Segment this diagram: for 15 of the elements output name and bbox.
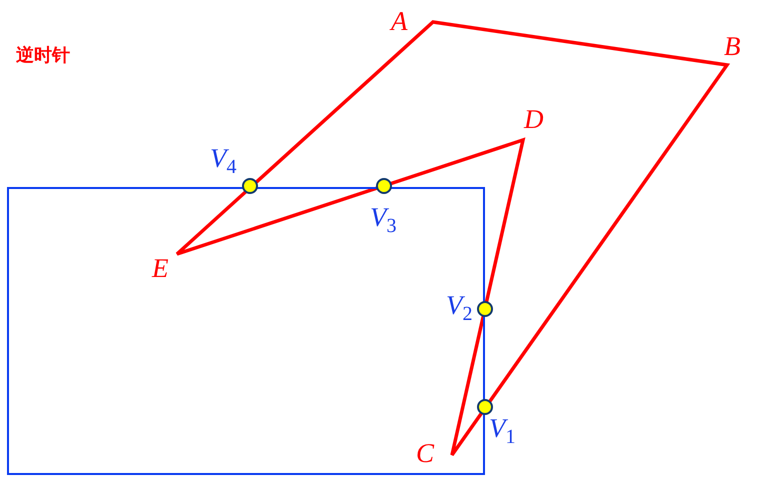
vertex-label: A (391, 8, 408, 35)
intersection-point (242, 178, 258, 194)
intersection-point (477, 301, 493, 317)
intersection-point (376, 178, 392, 194)
point-label: V$_{3}$ (370, 204, 396, 236)
vertex-label: E (152, 255, 168, 282)
point-label: V$_{4}$ (210, 145, 236, 177)
point-label: V$_{1}$ (489, 415, 516, 447)
vertex-label: B (724, 33, 740, 60)
vertex-label: D (524, 106, 544, 133)
vertex-label: C (416, 440, 434, 467)
direction-note: 逆时针 (16, 47, 70, 65)
clip-rectangle (7, 187, 485, 475)
point-label: V$_{2}$ (446, 292, 472, 324)
intersection-point (477, 399, 493, 415)
